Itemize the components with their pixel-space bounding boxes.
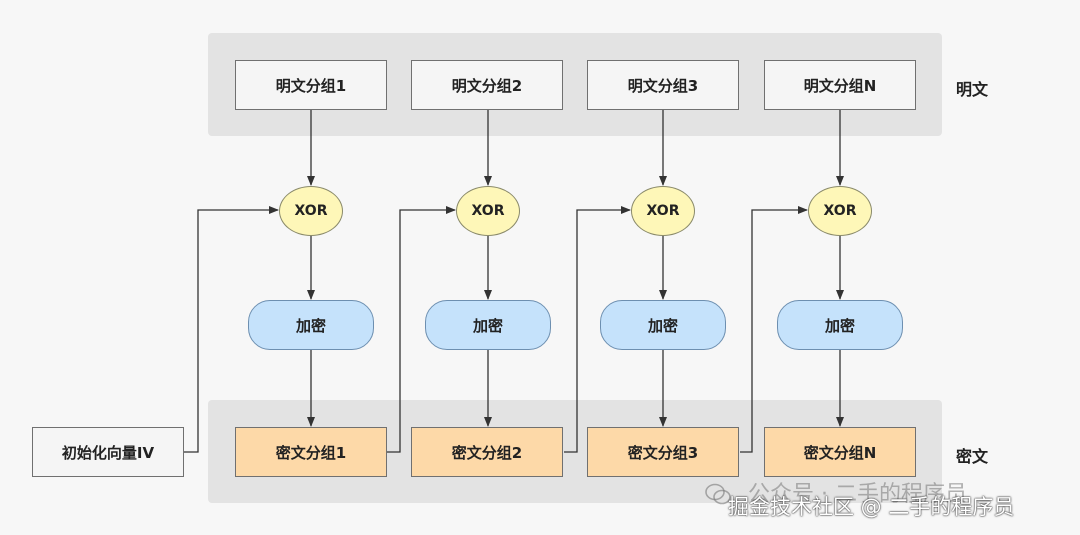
arrow-iv-xor1	[184, 206, 279, 453]
ciphertext-row-label: 密文	[956, 447, 989, 466]
xor-node-3: XOR	[631, 186, 695, 236]
encrypt-step-2: 加密	[425, 300, 551, 350]
wechat-icon	[705, 483, 731, 505]
xor-node-2: XOR	[456, 186, 520, 236]
encrypt-step-3: 加密	[600, 300, 726, 350]
xor-node-n: XOR	[808, 186, 872, 236]
encrypt-step-1: 加密	[248, 300, 374, 350]
ciphertext-block-3: 密文分组3	[587, 427, 739, 477]
ciphertext-block-2: 密文分组2	[411, 427, 563, 477]
iv-block: 初始化向量IV	[32, 427, 184, 477]
plaintext-block-n: 明文分组N	[764, 60, 916, 110]
xor-node-1: XOR	[279, 186, 343, 236]
plaintext-row-label: 明文	[956, 80, 989, 99]
arrow-cipher2-xor3	[564, 206, 631, 453]
plaintext-block-1: 明文分组1	[235, 60, 387, 110]
arrow-cipher3-xorN	[740, 206, 808, 453]
plaintext-block-3: 明文分组3	[587, 60, 739, 110]
arrow-cipher1-xor2	[387, 206, 456, 453]
encrypt-step-n: 加密	[777, 300, 903, 350]
ciphertext-block-1: 密文分组1	[235, 427, 387, 477]
watermark-wechat: 公众号 · 二手的程序员	[748, 482, 967, 507]
ciphertext-block-n: 密文分组N	[764, 427, 916, 477]
plaintext-block-2: 明文分组2	[411, 60, 563, 110]
watermark-juejin: 掘金技术社区 @ 二手的程序员	[728, 495, 1015, 519]
